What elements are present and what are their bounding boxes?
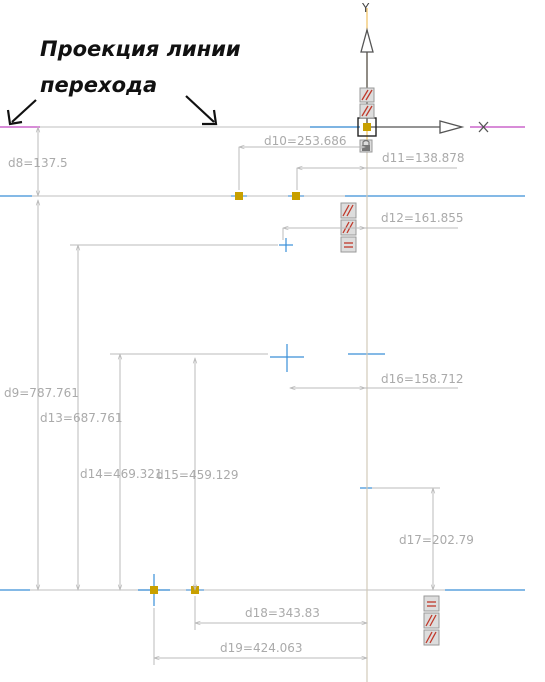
dimension-d9[interactable]: d9=787.761 — [4, 200, 79, 590]
dimension-d12-label: d12=161.855 — [381, 211, 464, 225]
y-axis-label: Y — [361, 1, 370, 15]
snap-point[interactable] — [231, 192, 247, 200]
dimension-d15[interactable]: d15=459.129 — [156, 358, 239, 590]
dimension-d8[interactable]: d8=137.5 — [8, 127, 68, 196]
dimension-d12[interactable]: d12=161.855 — [283, 211, 464, 240]
dimension-d13-label: d13=687.761 — [40, 411, 123, 425]
dimension-d19[interactable]: d19=424.063 — [154, 608, 367, 665]
dimension-d10[interactable]: d10=253.686 — [239, 134, 365, 190]
crosshair-point[interactable] — [279, 238, 293, 252]
dimension-d9-label: d9=787.761 — [4, 386, 79, 400]
dimension-d16[interactable]: d16=158.712 — [290, 372, 464, 388]
parallel-constraint-icon[interactable] — [359, 103, 375, 119]
dimension-d13[interactable]: d13=687.761 — [40, 245, 278, 590]
arrow-icon — [6, 99, 37, 126]
snap-point[interactable] — [288, 192, 304, 200]
annotation-line-2: перехода — [40, 73, 157, 97]
dimension-d18[interactable]: d18=343.83 — [195, 596, 367, 630]
snap-point[interactable] — [138, 574, 170, 606]
dimension-d15-label: d15=459.129 — [156, 468, 239, 482]
horizontal-constraint-icon[interactable] — [340, 236, 357, 253]
dimension-d14-label: d14=469.321 — [80, 467, 163, 481]
dimension-d8-label: d8=137.5 — [8, 156, 68, 170]
dimension-d16-label: d16=158.712 — [381, 372, 464, 386]
annotation-line-1: Проекция линии — [40, 37, 241, 61]
parallel-constraint-icon[interactable] — [423, 629, 440, 646]
arrow-icon — [185, 95, 218, 126]
lock-icon[interactable] — [359, 139, 373, 153]
parallel-constraint-icon[interactable] — [359, 87, 375, 103]
axes-icon[interactable] — [357, 27, 489, 137]
parallel-constraint-icon[interactable] — [423, 612, 440, 629]
dimension-d11-label: d11=138.878 — [382, 151, 465, 165]
dimension-d14[interactable]: d14=469.321 — [80, 354, 268, 590]
horizontal-constraint-icon[interactable] — [423, 595, 440, 612]
dimension-d17[interactable]: d17=202.79 — [372, 488, 474, 590]
dimension-d17-label: d17=202.79 — [399, 533, 474, 547]
dimension-d18-label: d18=343.83 — [245, 606, 320, 620]
parallel-constraint-icon[interactable] — [340, 202, 357, 219]
dimension-d19-label: d19=424.063 — [220, 641, 303, 655]
dimension-d11[interactable]: d11=138.878 — [297, 151, 465, 190]
crosshair-point[interactable] — [270, 344, 304, 372]
dimension-d10-label: d10=253.686 — [264, 134, 347, 148]
